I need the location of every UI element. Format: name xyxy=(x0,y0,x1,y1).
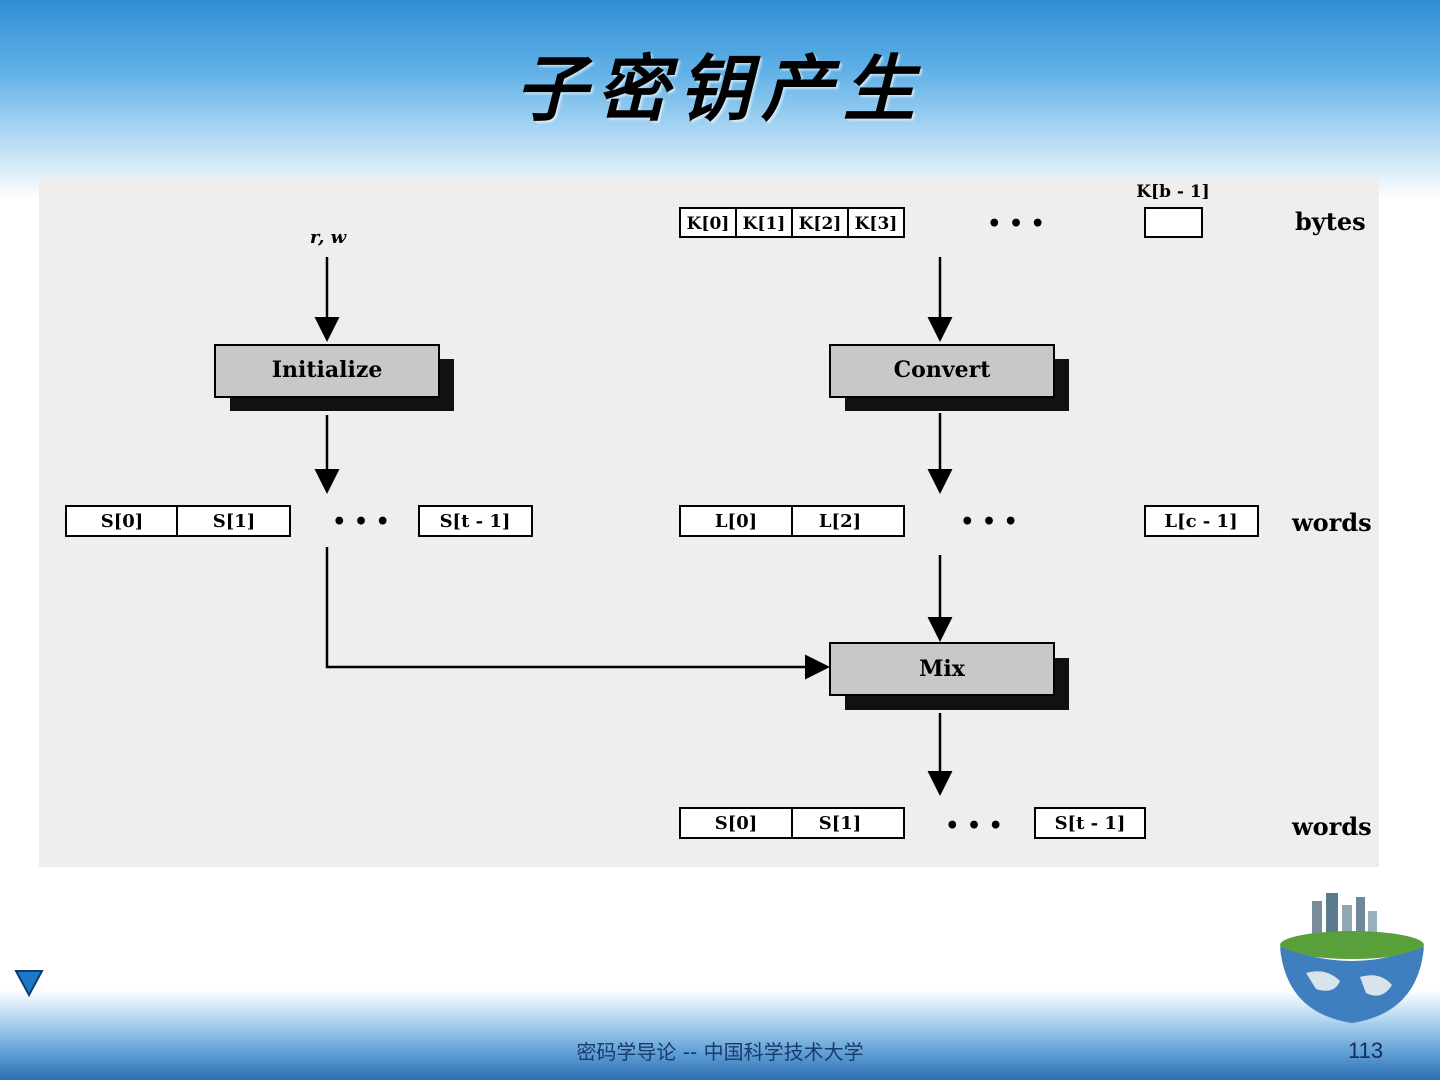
bytes-label: bytes xyxy=(1295,207,1366,236)
page-number: 113 xyxy=(1348,1038,1384,1063)
key-byte-0: K[0] xyxy=(687,214,730,234)
output-s-array: S[0] S[1] • • • S[t - 1] words xyxy=(679,807,1372,841)
arrow-s-to-mix xyxy=(325,547,830,680)
out-cell-last: S[t - 1] xyxy=(1055,813,1126,834)
s-cell-0: S[0] xyxy=(101,511,144,532)
words-label-bottom: words xyxy=(1291,812,1372,841)
words-label-middle: words xyxy=(1291,508,1372,537)
out-cell-1: S[1] xyxy=(819,813,862,834)
initialize-box: Initialize xyxy=(214,344,454,411)
l-array: L[0] L[2] • • • L[c - 1] words xyxy=(679,505,1372,537)
s-cell-last: S[t - 1] xyxy=(440,511,511,532)
l-cell-1: L[2] xyxy=(819,511,861,532)
key-byte-3: K[3] xyxy=(855,214,898,234)
mix-label: Mix xyxy=(919,656,966,682)
header-background xyxy=(0,0,1440,200)
input-label: r, w xyxy=(310,227,348,248)
l-cell-last: L[c - 1] xyxy=(1164,511,1237,532)
key-last-cell xyxy=(1144,207,1203,238)
l-cell-0: L[0] xyxy=(715,511,757,532)
footer-text: 密码学导论 -- 中国科学技术大学 xyxy=(576,1040,864,1064)
triangle-down-icon[interactable] xyxy=(14,968,44,1002)
s-ellipsis: • • • xyxy=(332,509,390,535)
s-cell-1: S[1] xyxy=(213,511,256,532)
key-last-label: K[b - 1] xyxy=(1136,182,1209,202)
initialize-label: Initialize xyxy=(272,357,383,383)
convert-box: Convert xyxy=(829,344,1069,411)
l-ellipsis: • • • xyxy=(960,509,1018,535)
key-bytes-array: K[0] K[1] K[2] K[3] • • • K[b - 1] bytes xyxy=(679,182,1366,238)
key-byte-1: K[1] xyxy=(743,214,786,234)
mix-box: Mix xyxy=(829,642,1069,710)
key-schedule-diagram: r, w Initialize S[0] S[1] • • • S[t - 1]… xyxy=(65,182,1372,841)
out-ellipsis: • • • xyxy=(945,813,1003,839)
footer-background xyxy=(0,990,1440,1080)
convert-label: Convert xyxy=(894,357,992,383)
slide-title: 子密钥产生 xyxy=(514,46,925,131)
globe-city-icon xyxy=(1276,893,1428,1037)
out-cell-0: S[0] xyxy=(715,813,758,834)
key-byte-2: K[2] xyxy=(799,214,842,234)
diagram-panel: r, w Initialize S[0] S[1] • • • S[t - 1]… xyxy=(39,177,1379,867)
s-array: S[0] S[1] • • • S[t - 1] xyxy=(65,505,533,537)
key-ellipsis: • • • xyxy=(987,211,1045,237)
